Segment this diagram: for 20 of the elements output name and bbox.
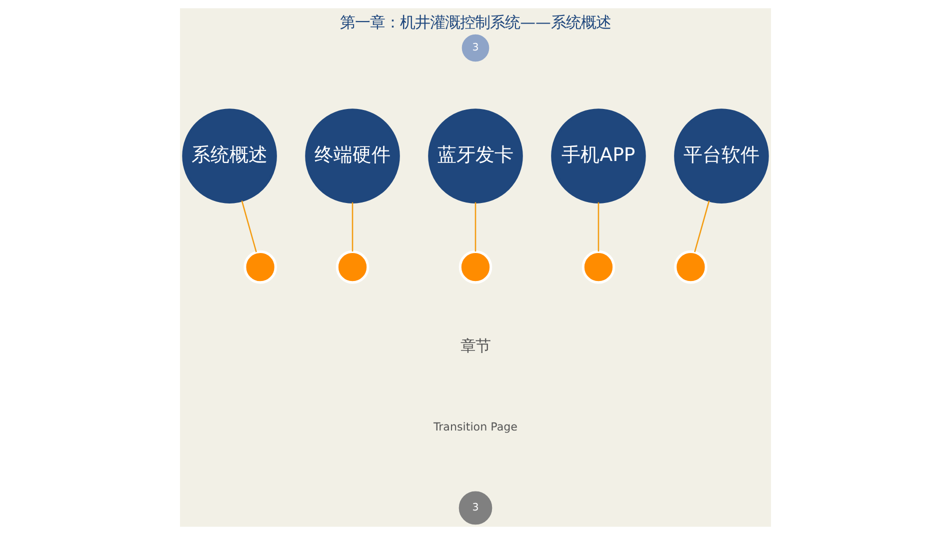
diagram-title: 第一章：机井灌溉控制系统——系统概述 — [340, 13, 610, 32]
node-circle: 系统概述 — [182, 108, 276, 204]
connector — [694, 200, 710, 252]
node-circle: 3 — [458, 491, 492, 525]
node-circle — [581, 250, 615, 284]
node-circle — [458, 250, 492, 284]
node-circle — [243, 250, 276, 284]
connector — [240, 200, 256, 252]
node-circle: 终端硬件 — [304, 108, 400, 204]
node-circle — [335, 250, 369, 284]
label: 章节 — [460, 337, 490, 356]
label: Transition Page — [432, 420, 518, 434]
connector — [597, 202, 599, 252]
connector — [474, 202, 476, 252]
node-circle — [674, 250, 707, 284]
node-circle: 蓝牙发卡 — [428, 108, 522, 204]
node-circle: 手机APP — [550, 108, 646, 204]
connector — [351, 202, 353, 252]
node-circle: 平台软件 — [674, 108, 768, 204]
node-circle: 3 — [461, 34, 489, 62]
